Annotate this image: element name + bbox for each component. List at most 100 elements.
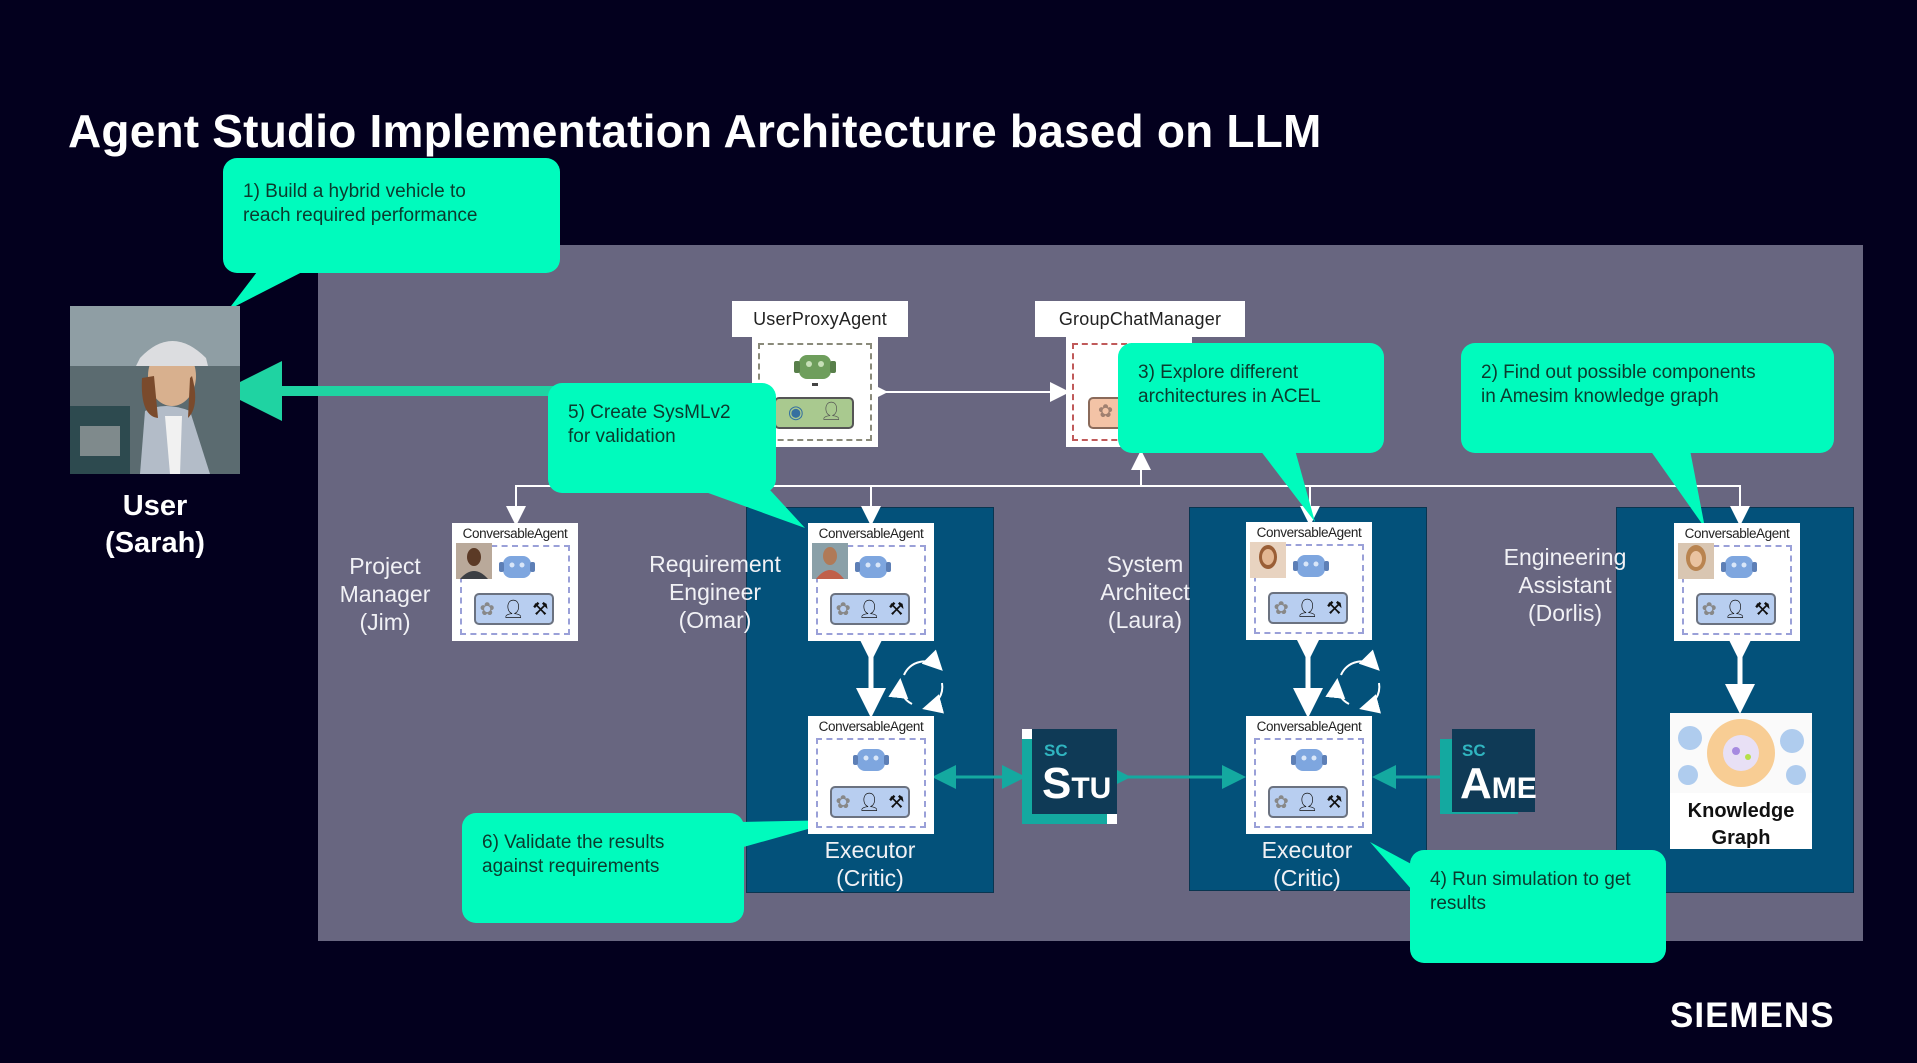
- role-label-system-architect: System Architect (Laura): [1085, 550, 1205, 634]
- agent-card-frame: [816, 545, 926, 635]
- callout-step-4: 4) Run simulation to get results: [1410, 850, 1666, 963]
- python-icon: ◉: [788, 402, 804, 422]
- hammer-wrench-icon: ⚒: [1326, 791, 1343, 812]
- callout-step-2: 2) Find out possible components in Amesi…: [1461, 343, 1834, 453]
- hammer-wrench-icon: ⚒: [1326, 597, 1343, 618]
- role-line: Manager: [339, 581, 431, 607]
- sc-prefix: SC: [1462, 741, 1486, 760]
- openai-icon: ✿: [479, 598, 495, 619]
- agent-capabilities: ✿ 👤︎ ⚒: [1696, 593, 1776, 625]
- agent-card-title: ConversableAgent: [1684, 526, 1790, 541]
- ame-name: AME: [1460, 759, 1537, 809]
- openai-icon: ✿: [1098, 401, 1114, 421]
- robot-icon: [1721, 556, 1757, 578]
- cycle-icon: [888, 649, 945, 714]
- sc-stu-logo[interactable]: SC STU: [1022, 729, 1117, 824]
- person-icon: 👤︎: [858, 791, 881, 812]
- callout-step-1: 1) Build a hybrid vehicle to reach requi…: [223, 158, 560, 273]
- robot-icon: [1293, 555, 1329, 577]
- role-line: (Jim): [359, 609, 411, 635]
- callout-text: results: [1430, 893, 1486, 914]
- openai-icon: ✿: [835, 791, 851, 812]
- robot-icon: [1291, 749, 1327, 771]
- hammer-wrench-icon: ⚒: [888, 791, 905, 812]
- callout-text: 5) Create SysMLv2: [568, 402, 731, 423]
- knowledge-graph[interactable]: Knowledge Graph: [1670, 713, 1812, 849]
- callout-step-6: 6) Validate the results against requirem…: [462, 813, 744, 923]
- callout-step-5: 5) Create SysMLv2 for validation: [548, 383, 776, 493]
- agent-card-frame: [460, 545, 570, 635]
- callout-1-tail: [228, 268, 310, 310]
- role-line: Engineer: [668, 579, 762, 605]
- kg-line: Knowledge: [1687, 800, 1795, 822]
- ame-small-letters: ME: [1491, 772, 1537, 805]
- hammer-wrench-icon: ⚒: [532, 598, 549, 619]
- callout-text: reach required performance: [243, 205, 478, 226]
- callout-5-tail: [700, 490, 805, 528]
- role-label-engineering-assistant: Engineering Assistant (Dorlis): [1490, 543, 1640, 627]
- agent-card-title: ConversableAgent: [818, 719, 924, 734]
- executor-line: Executor: [1261, 837, 1353, 863]
- agent-card-frame: [1254, 544, 1364, 634]
- knowledge-graph-label: Knowledge Graph: [1670, 798, 1812, 852]
- role-line: Requirement: [649, 551, 781, 577]
- role-line: (Omar): [678, 607, 752, 633]
- person-icon: 👤︎: [1724, 598, 1747, 619]
- agent-card-title: ConversableAgent: [1256, 525, 1362, 540]
- person-icon: 👤︎: [858, 598, 881, 619]
- person-icon: 👤︎: [502, 598, 525, 619]
- openai-icon: ✿: [1701, 598, 1717, 619]
- user-proxy-agent-title: UserProxyAgent: [732, 301, 908, 337]
- callout-2-tail: [1650, 450, 1705, 528]
- knowledge-graph-image: [1670, 713, 1812, 793]
- role-line: System: [1106, 551, 1184, 577]
- agent-card-dorlis[interactable]: ConversableAgent ✿ 👤︎ ⚒: [1674, 523, 1800, 641]
- callout-text: architectures in ACEL: [1138, 386, 1321, 407]
- user-label-name: User: [122, 490, 188, 522]
- avatar-dorlis: [1678, 543, 1714, 579]
- executor-line: (Critic): [836, 865, 904, 891]
- stu-name: STU: [1042, 759, 1111, 809]
- sc-prefix: SC: [1044, 741, 1068, 760]
- role-line: Project: [349, 553, 421, 579]
- sc-ame-logo[interactable]: SC AME: [1440, 729, 1537, 824]
- agent-card-frame: [1254, 738, 1364, 828]
- callout-3-tail: [1260, 450, 1315, 522]
- robot-icon: [855, 556, 891, 578]
- person-icon: 👤︎: [1296, 597, 1319, 618]
- stu-big-letter: S: [1042, 759, 1072, 808]
- executor-card-laura[interactable]: ConversableAgent ✿👤︎⚒: [1246, 716, 1372, 834]
- agent-card-frame: [1682, 545, 1792, 635]
- hammer-wrench-icon: ⚒: [1754, 598, 1771, 619]
- callout-step-3: 3) Explore different architectures in AC…: [1118, 343, 1384, 453]
- executor-label-omar: Executor (Critic): [805, 836, 935, 892]
- role-label-project-manager: Project Manager (Jim): [330, 552, 440, 636]
- agent-capabilities: ✿👤︎⚒: [1268, 786, 1348, 818]
- agent-capabilities: ✿ 👤︎ ⚒: [830, 786, 910, 818]
- avatar-laura: [1250, 542, 1286, 578]
- openai-icon: ✿: [1273, 597, 1289, 618]
- role-line: Engineering: [1503, 544, 1627, 570]
- agent-card-title: ConversableAgent: [462, 526, 568, 541]
- agent-card-title: ConversableAgent: [1256, 719, 1362, 734]
- callout-text: for validation: [568, 426, 676, 447]
- agent-card-omar[interactable]: ConversableAgent ✿👤︎⚒: [808, 523, 934, 641]
- role-label-requirement-engineer: Requirement Engineer (Omar): [640, 550, 790, 634]
- avatar-jim: [456, 543, 492, 579]
- callout-text: 4) Run simulation to get: [1430, 869, 1631, 890]
- agent-card-title: ConversableAgent: [818, 526, 924, 541]
- role-line: (Laura): [1107, 607, 1183, 633]
- agent-card-jim[interactable]: ConversableAgent ✿ 👤︎ ⚒: [452, 523, 578, 641]
- slide-title: Agent Studio Implementation Architecture…: [68, 105, 1322, 157]
- executor-line: Executor: [824, 837, 916, 863]
- agent-card-laura[interactable]: ConversableAgent ✿ 👤︎ ⚒: [1246, 522, 1372, 640]
- kg-line: Graph: [1711, 827, 1771, 849]
- callout-text: 1) Build a hybrid vehicle to: [243, 181, 466, 202]
- group-chat-manager-title: GroupChatManager: [1035, 301, 1245, 337]
- role-line: Assistant: [1518, 572, 1612, 598]
- robot-icon: [794, 355, 836, 386]
- executor-card-omar[interactable]: ConversableAgent ✿ 👤︎ ⚒: [808, 716, 934, 834]
- stu-small-letters: TU: [1071, 772, 1112, 805]
- role-line: (Dorlis): [1527, 600, 1603, 626]
- role-line: Architect: [1100, 579, 1190, 605]
